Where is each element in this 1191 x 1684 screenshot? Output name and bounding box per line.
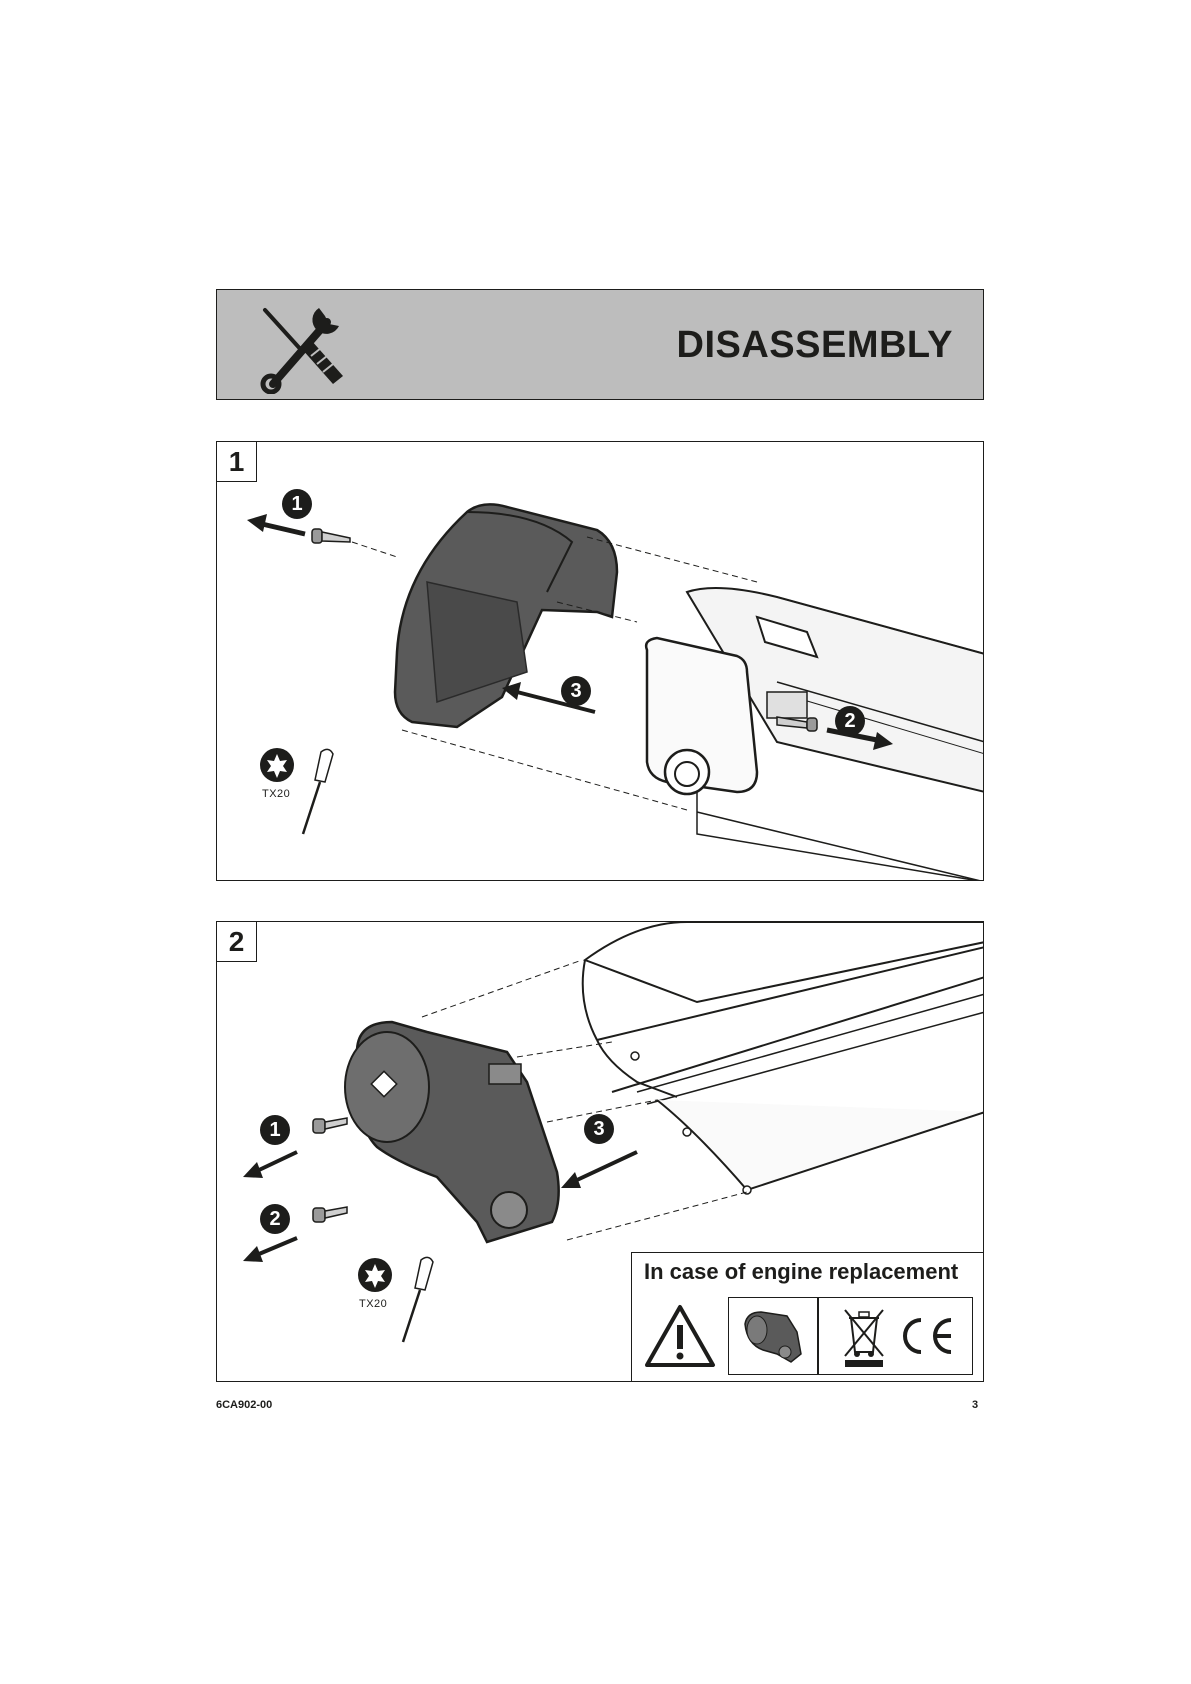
torx-icon (358, 1258, 392, 1292)
arrow (243, 1238, 297, 1262)
screwdriver-icon (403, 1257, 433, 1342)
screw (313, 1207, 347, 1222)
replacement-icons (728, 1297, 973, 1375)
screw (312, 529, 350, 543)
page-title: DISASSEMBLY (677, 324, 954, 367)
arrow (561, 1152, 637, 1188)
tool-label: TX20 (359, 1298, 387, 1310)
tool-label: TX20 (262, 788, 290, 800)
end-cap-removal-illustration (217, 442, 984, 881)
section-header: DISASSEMBLY (216, 289, 984, 400)
warning-icon (644, 1303, 716, 1369)
callout-2: 2 (260, 1204, 290, 1234)
torx-icon (260, 748, 294, 782)
motor-icon (735, 1304, 811, 1368)
callout-3: 3 (561, 676, 591, 706)
callout-1: 1 (282, 489, 312, 519)
screw (313, 1118, 347, 1133)
page-number: 3 (972, 1399, 978, 1411)
callout-3: 3 (584, 1114, 614, 1144)
screwdriver-wrench-icon (255, 298, 351, 394)
ce-mark-icon (897, 1316, 957, 1356)
step-2-panel: 2 (216, 921, 984, 1382)
arrow (243, 1152, 297, 1178)
callout-2: 2 (835, 706, 865, 736)
callout-1: 1 (260, 1115, 290, 1145)
document-code: 6CA902-00 (216, 1399, 272, 1411)
step-number: 1 (217, 442, 257, 482)
engine-replacement-box: In case of engine replacement (631, 1252, 984, 1382)
screwdriver-icon (303, 749, 333, 834)
weee-bin-icon (839, 1306, 889, 1368)
replacement-title: In case of engine replacement (644, 1259, 958, 1285)
step-number: 2 (217, 922, 257, 962)
step-1-panel: 1 (216, 441, 984, 881)
